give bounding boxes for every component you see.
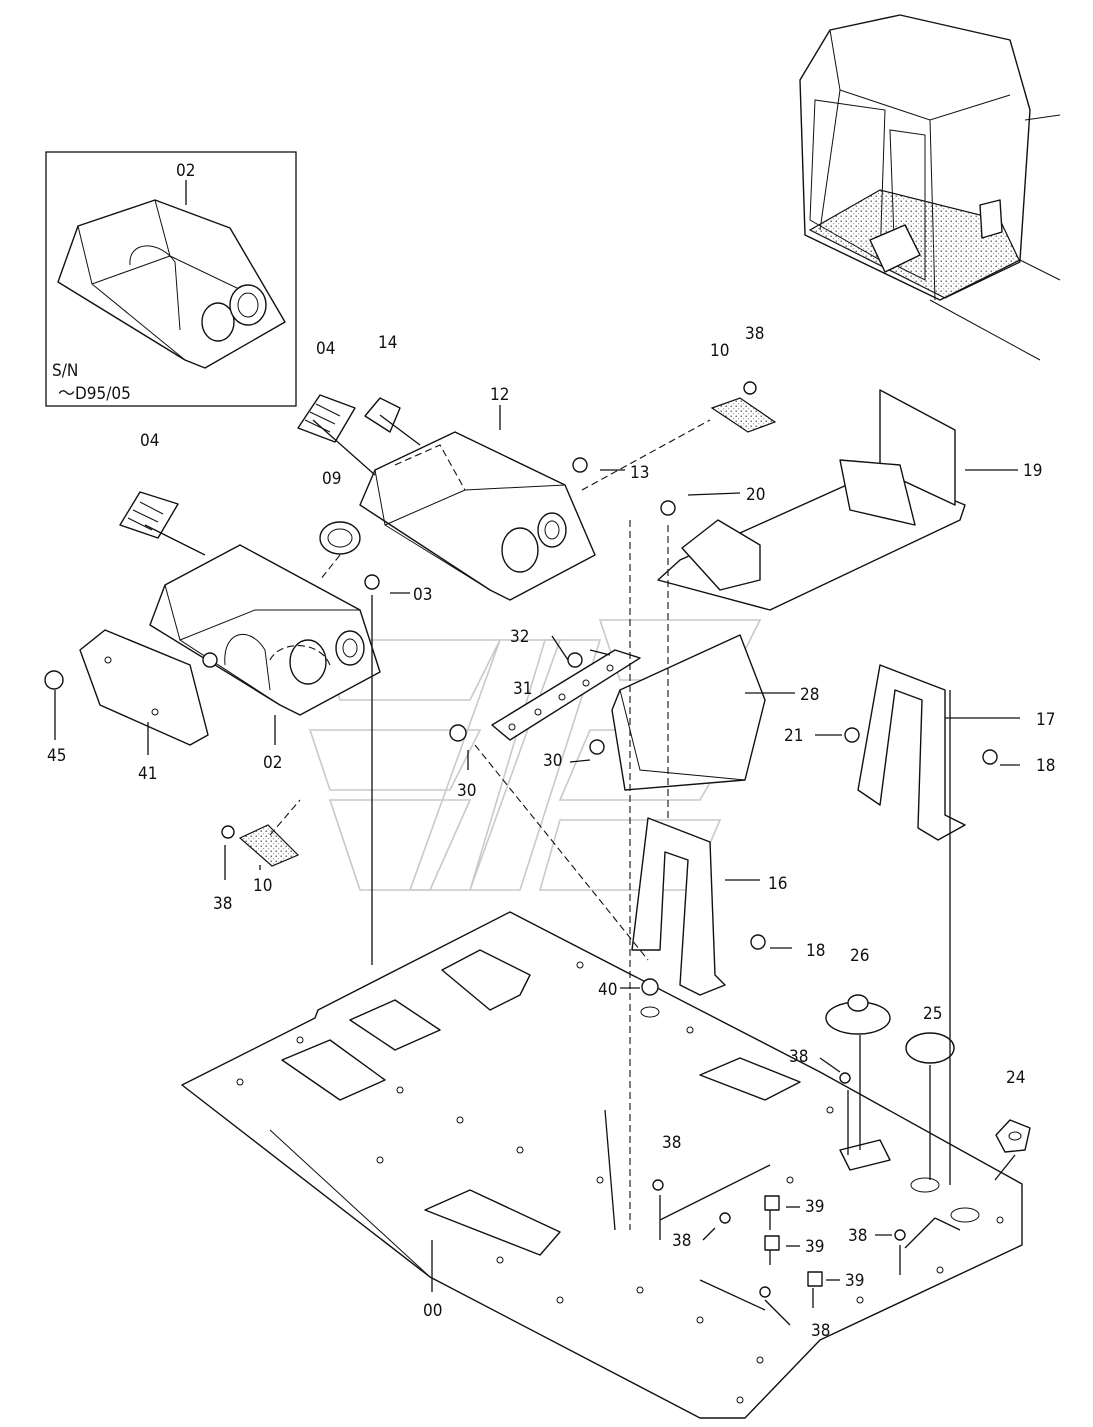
callout-14: 14 (378, 333, 397, 353)
floor-holes (236, 961, 1004, 1404)
cab-overview (799, 14, 1061, 361)
callout-41: 41 (138, 764, 157, 784)
heater-unit-12 (359, 431, 596, 601)
callout-12: 12 (490, 385, 509, 405)
callout-31: 31 (513, 679, 532, 699)
floor-plate (181, 911, 1023, 1419)
callout-19: 19 (1023, 461, 1042, 481)
callout-30-left: 30 (457, 781, 476, 801)
callout-04-lower: 04 (140, 431, 159, 451)
callout-02: 02 (263, 753, 282, 773)
callout-39-middle: 39 (805, 1237, 824, 1257)
callout-38-lower-left: 38 (672, 1231, 691, 1251)
callout-38-left: 38 (213, 894, 232, 914)
callout-24: 24 (1006, 1068, 1025, 1088)
callout-30-right: 30 (543, 751, 562, 771)
callout-18-right: 18 (1036, 756, 1055, 776)
bracket-16 (631, 817, 726, 996)
callout-04-upper: 04 (316, 339, 335, 359)
small-parts (119, 394, 401, 555)
callout-03: 03 (413, 585, 432, 605)
callout-25: 25 (923, 1004, 942, 1024)
callout-38-plate: 38 (662, 1133, 681, 1153)
terminal-strip-31 (491, 649, 641, 741)
callout-39-upper: 39 (805, 1197, 824, 1217)
bracket-17 (857, 664, 966, 841)
callout-18-center: 18 (806, 941, 825, 961)
inset-serial-value: ～D95/05 (58, 384, 131, 404)
inset-box: 02 S/N ～D95/05 (45, 151, 297, 407)
grommets (825, 994, 1031, 1153)
callout-38-mid: 38 (789, 1047, 808, 1067)
callout-17: 17 (1036, 710, 1055, 730)
callout-labels: 00 02 03 04 04 09 10 10 12 13 14 16 17 1… (47, 324, 1055, 1341)
callout-21: 21 (784, 726, 803, 746)
cover-41 (79, 629, 209, 746)
callout-38-lower-right: 38 (848, 1226, 867, 1246)
callout-00: 00 (423, 1301, 442, 1321)
pads-10 (238, 397, 777, 867)
callout-20: 20 (746, 485, 765, 505)
bracket-28 (611, 634, 766, 791)
callout-10-lower: 10 (253, 876, 272, 896)
callout-13: 13 (630, 463, 649, 483)
inset-part-label: 02 (176, 161, 195, 181)
callout-26: 26 (850, 946, 869, 966)
callout-38-top: 38 (745, 324, 764, 344)
callout-09: 09 (322, 469, 341, 489)
callout-38-bottom: 38 (811, 1321, 830, 1341)
callout-45: 45 (47, 746, 66, 766)
callout-10-upper: 10 (710, 341, 729, 361)
callout-39-lower: 39 (845, 1271, 864, 1291)
heater-unit-02 (149, 544, 381, 716)
callout-16: 16 (768, 874, 787, 894)
callout-40: 40 (598, 980, 617, 1000)
callout-28: 28 (800, 685, 819, 705)
bracket-19 (657, 389, 966, 611)
inset-serial-label: S/N (52, 361, 78, 381)
leader-lines (54, 405, 1020, 1326)
callout-32: 32 (510, 627, 529, 647)
